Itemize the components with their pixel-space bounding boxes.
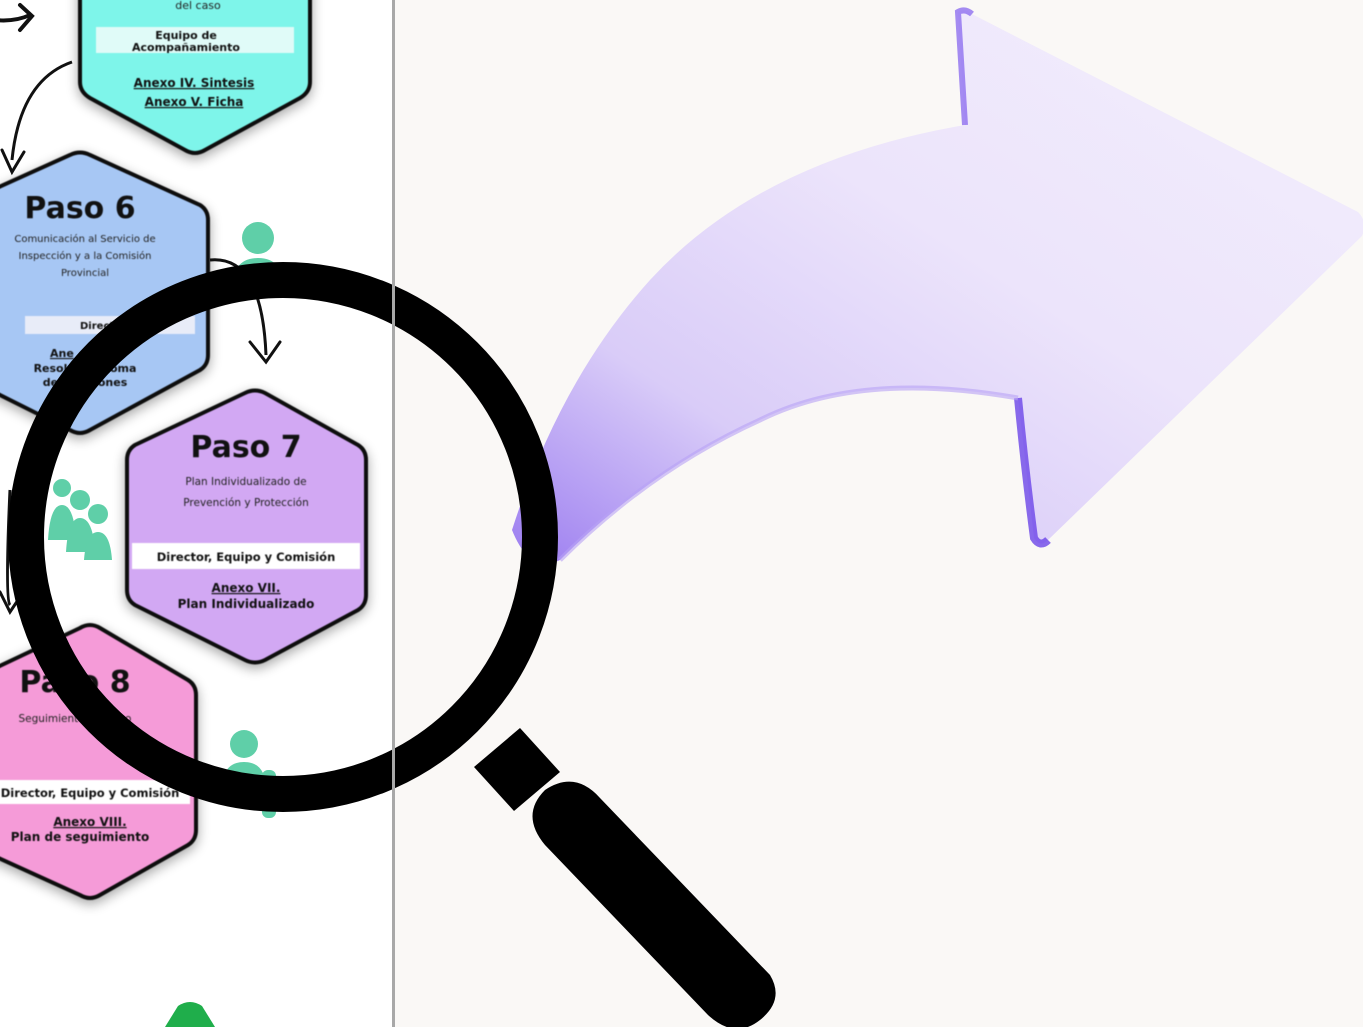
magnifier-ring-overlay: [26, 280, 540, 794]
magnifier-handle: [474, 728, 776, 1027]
curved-arrow-icon: [512, 10, 1363, 563]
